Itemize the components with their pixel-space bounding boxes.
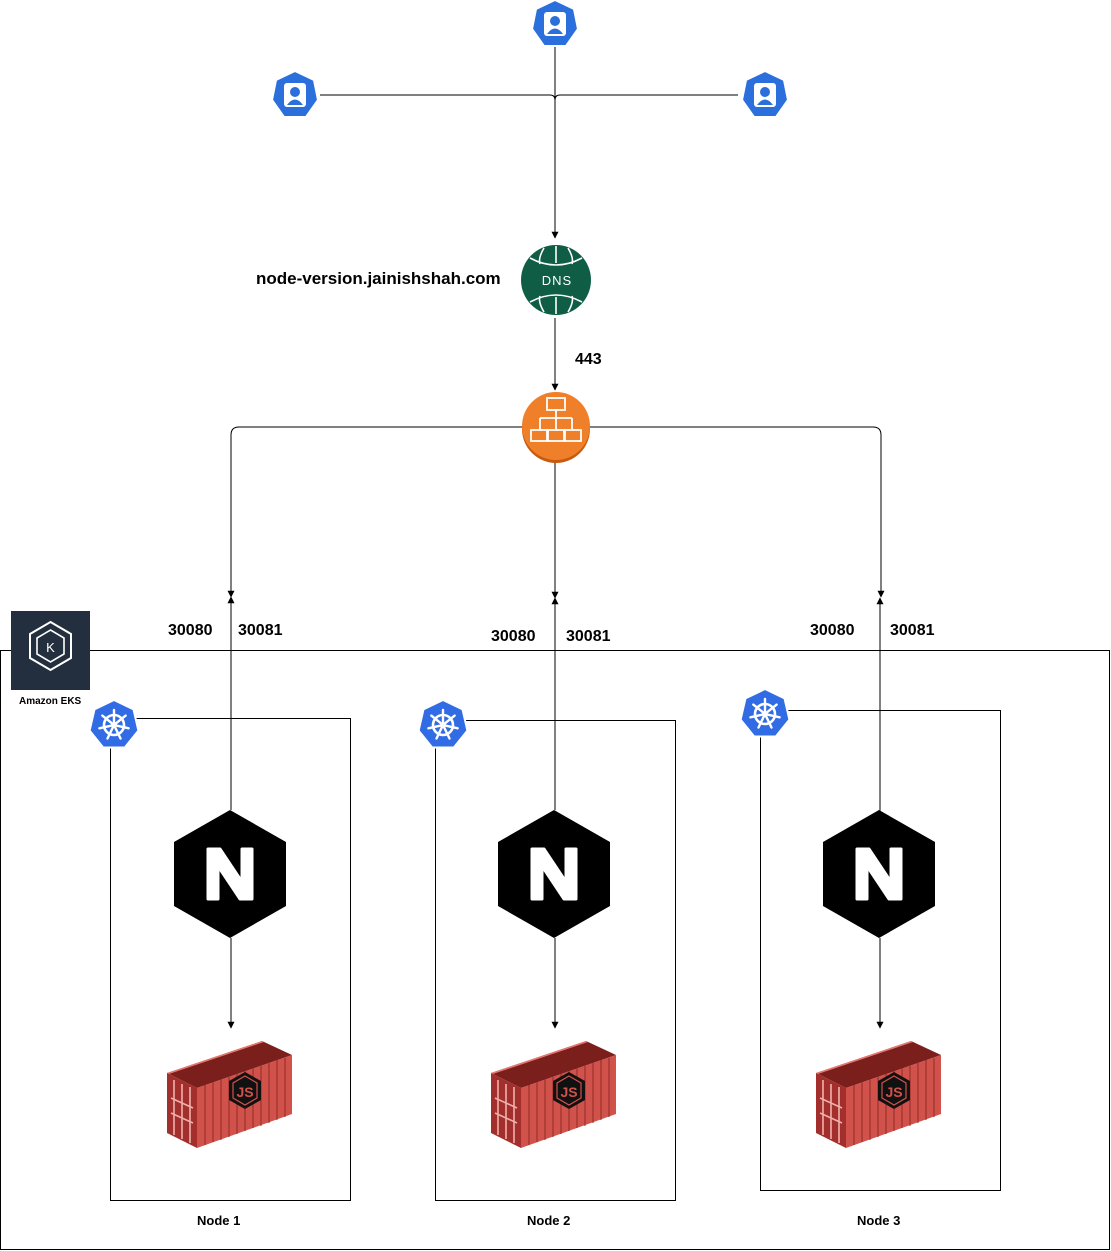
eks-logo-letter: K	[46, 640, 55, 655]
connector-lines	[227, 45, 885, 1029]
dns-icon: DNS	[521, 245, 591, 315]
node2-label: Node 2	[527, 1213, 571, 1228]
user-icon	[271, 70, 319, 118]
node-box-3	[760, 710, 1001, 1191]
eks-label: Amazon EKS	[19, 696, 82, 707]
domain-label: node-version.jainishshah.com	[256, 269, 501, 288]
node3-port-b: 30081	[890, 622, 935, 639]
eks-cluster-boundary	[0, 650, 1110, 1250]
node3-port-a: 30080	[810, 622, 855, 639]
node2-port-b: 30081	[566, 628, 611, 645]
node1-port-a: 30080	[168, 622, 213, 639]
node-box-1	[110, 718, 351, 1201]
https-port-label: 443	[575, 351, 602, 368]
nginx-icon	[172, 808, 288, 940]
node-box-2	[435, 720, 676, 1201]
node2-port-a: 30080	[491, 628, 536, 645]
load-balancer-icon	[522, 392, 590, 463]
kubernetes-icon	[739, 687, 791, 738]
nodejs-container-icon	[490, 1040, 617, 1149]
nodejs-container-icon	[166, 1040, 293, 1149]
amazon-eks-icon: K	[11, 611, 90, 690]
nginx-icon	[821, 808, 937, 940]
dns-icon-text: DNS	[542, 273, 572, 288]
node1-port-b: 30081	[238, 622, 283, 639]
kubernetes-icon	[417, 698, 469, 749]
kubernetes-icon	[88, 698, 140, 749]
user-icon	[741, 70, 789, 118]
user-icon	[531, 0, 579, 47]
node3-label: Node 3	[857, 1213, 901, 1228]
nginx-icon	[496, 808, 612, 940]
nodejs-container-icon	[815, 1040, 942, 1149]
node1-label: Node 1	[197, 1213, 241, 1228]
